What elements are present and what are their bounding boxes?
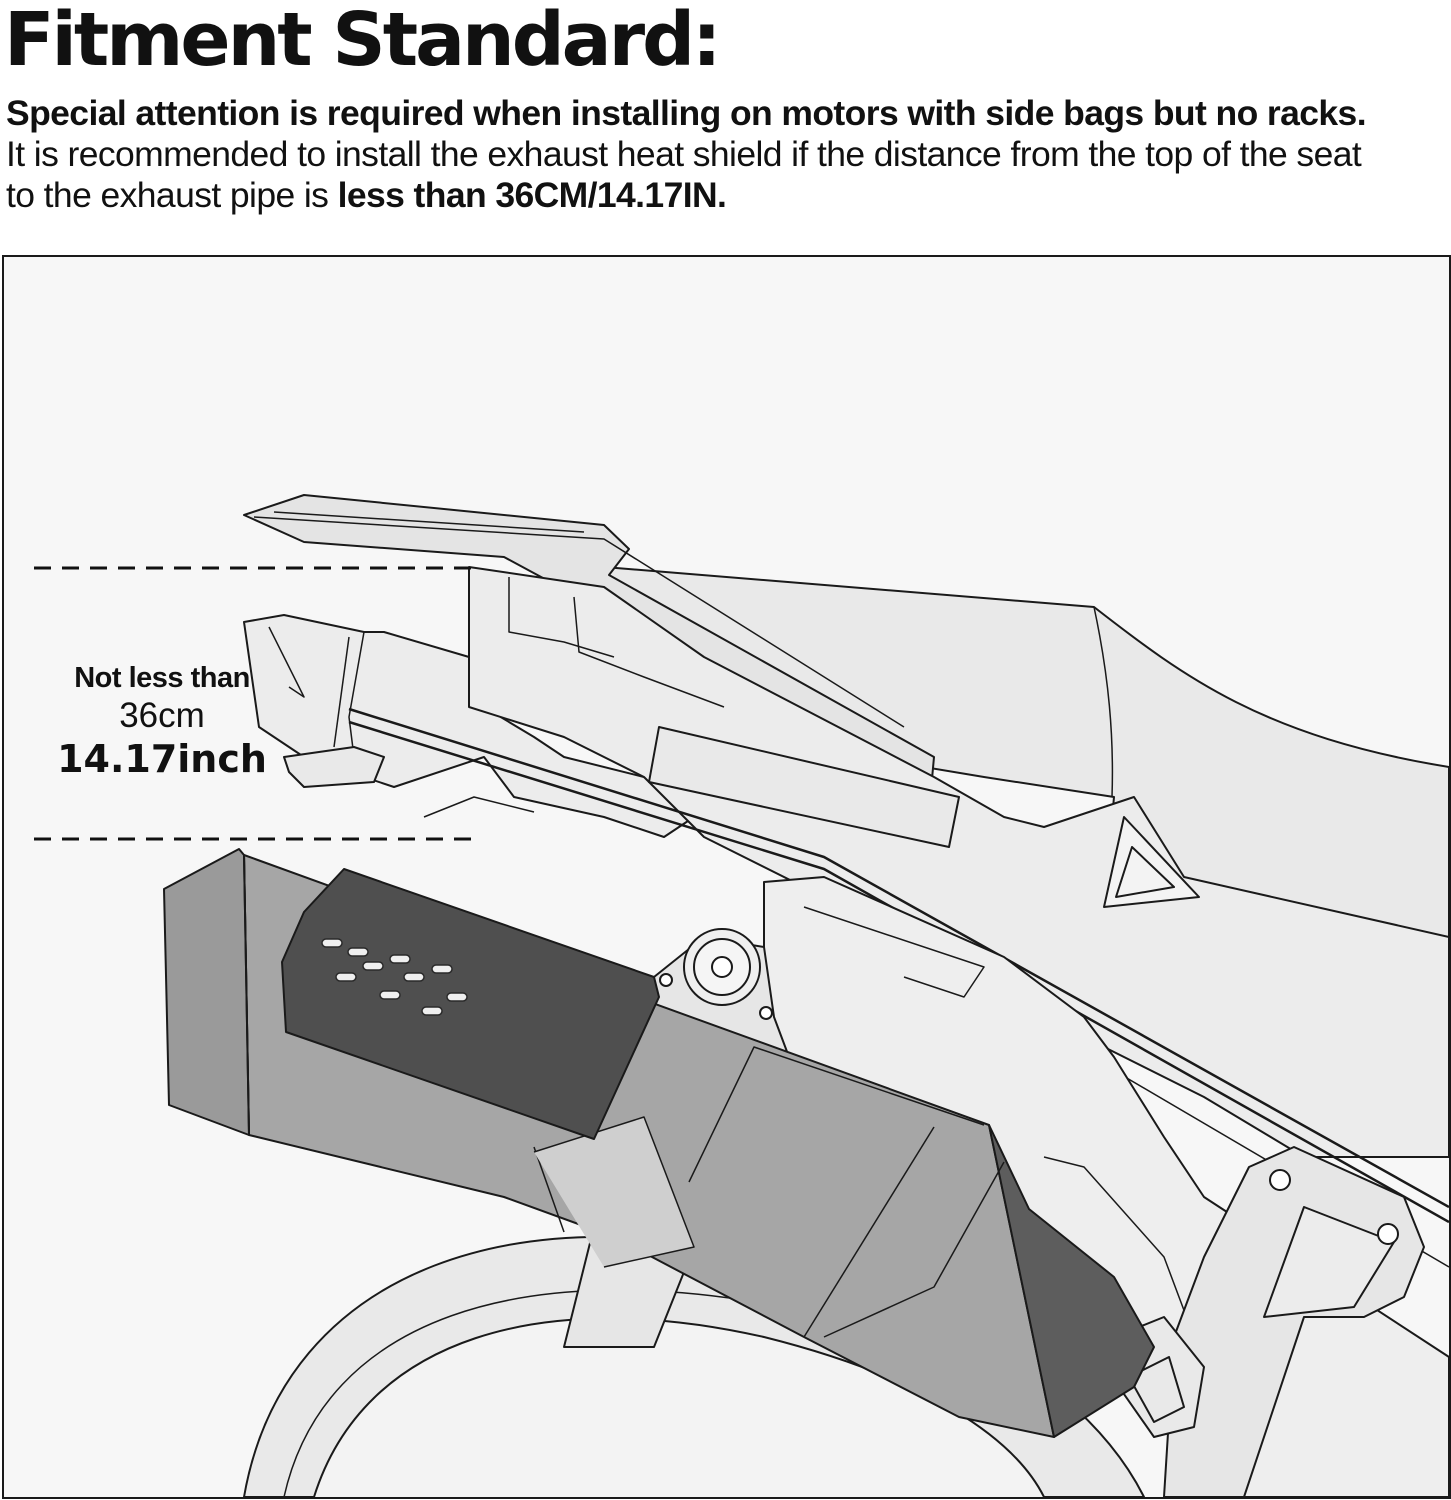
reflector: [648, 726, 960, 848]
frame-rail: [348, 707, 1449, 1209]
measure-metric: 36cm: [119, 696, 205, 735]
heat-shield-vents: [321, 938, 468, 1016]
motorcycle-illustration: [34, 494, 1449, 1497]
distance-threshold: less than 36CM/14.17IN.: [337, 175, 727, 215]
recommendation-line-2: to the exhaust pipe is less than 36CM/14…: [6, 175, 1446, 216]
page-title: Fitment Standard:: [4, 0, 722, 83]
muffler-end-cap: [163, 848, 250, 1136]
recommendation-line-1: It is recommended to install the exhaust…: [6, 134, 1362, 174]
recommendation-prefix: to the exhaust pipe is: [6, 175, 338, 215]
heat-shield: [281, 868, 660, 1140]
measure-imperial: 14.17inch: [57, 737, 267, 781]
rear-rim: [313, 1317, 1045, 1497]
measure-caption: Not less than: [74, 662, 250, 694]
muffler-lower-body: [988, 1124, 1155, 1438]
fitment-notes: Special attention is required when insta…: [6, 93, 1446, 216]
minimum-distance-label: Not less than 36cm 14.17inch: [52, 660, 272, 782]
side-panel: [468, 566, 1449, 1158]
warning-text: Special attention is required when insta…: [6, 93, 1367, 133]
fitment-diagram: Not less than 36cm 14.17inch: [2, 255, 1451, 1499]
